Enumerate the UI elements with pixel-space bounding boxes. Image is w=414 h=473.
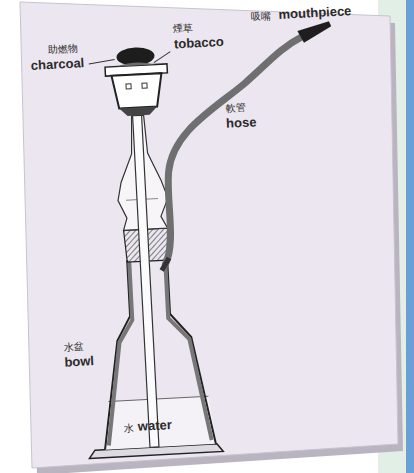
bowl-hole [142,83,147,88]
part-name: 水盆 [63,341,84,353]
part-name: bowl [64,354,94,370]
bowl-wall [165,258,211,442]
part-name: hose [226,115,257,131]
side-bar [406,0,414,473]
part-name: water [138,418,173,434]
part-name: 煙草 [173,22,194,34]
part-name: mouthpiece [278,4,352,22]
hose [154,37,313,264]
down-tube [133,115,159,447]
part-name: 助燃物 [48,43,79,56]
part-name: 水 [124,422,135,434]
leader-line [153,52,171,63]
bowl-hole [126,84,131,89]
tobacco-mass [117,61,155,66]
charcoal-piece [116,47,155,67]
part-name: 軟管 [225,102,246,114]
water-line [109,396,209,401]
hose-port [161,258,170,270]
part-name: charcoal [30,56,84,73]
mouthpiece-tip [297,21,332,43]
part-name: 吸嘴 [250,10,271,22]
bowl-collar [119,106,157,116]
bowl-wall [99,262,138,445]
tobacco-bowl [111,73,163,109]
card [20,2,398,468]
part-name: tobacco [174,35,225,52]
leader-line [89,60,115,64]
